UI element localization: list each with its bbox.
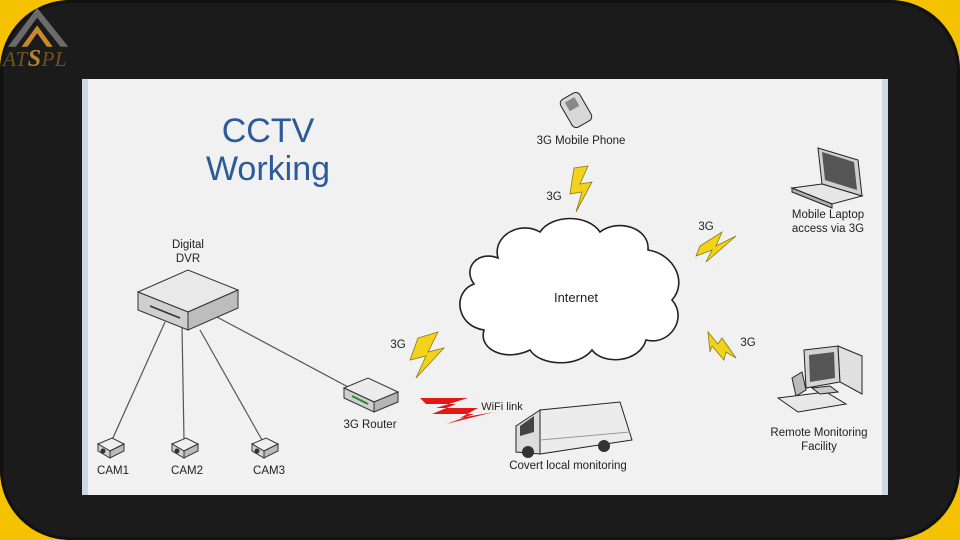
desktop-pc-icon [776, 345, 863, 413]
laptop-icon [790, 147, 864, 209]
atspl-logo [8, 7, 69, 47]
cable-cam1 [111, 321, 166, 441]
van-icon [515, 401, 633, 458]
router-icon [342, 377, 400, 413]
router-label: 3G Router [343, 419, 397, 431]
remote-3g-label: 3G [740, 337, 756, 349]
logo-roof-outer [8, 7, 69, 47]
laptop-3g-bolt [695, 230, 737, 263]
router-3g-bolt [409, 331, 446, 379]
cables [111, 315, 351, 441]
bolts [409, 165, 737, 379]
laptop-3g-label: 3G [698, 221, 714, 233]
laptop-label: Mobile Laptop access via 3G [791, 209, 865, 235]
dvr-label: Digital DVR [172, 239, 204, 265]
mobile-phone-icon [559, 91, 593, 129]
logo-text: ATSPL [3, 46, 68, 72]
cable-cam2 [181, 325, 185, 441]
internet-cloud-icon [459, 217, 680, 364]
phone-label: 3G Mobile Phone [536, 135, 626, 147]
diagram-title: CCTV Working [118, 112, 418, 188]
cam3-label: CAM3 [253, 465, 285, 477]
cam1-label: CAM1 [97, 465, 129, 477]
cam2-label: CAM2 [171, 465, 203, 477]
wifi-bolt [420, 398, 494, 424]
remote-3g-bolt [707, 330, 737, 361]
cable-router [214, 315, 351, 389]
dvr-icon [136, 269, 240, 331]
phone-3g-bolt [569, 165, 593, 213]
van-label: Covert local monitoring [509, 460, 627, 472]
title-line-1: CCTV [221, 112, 315, 150]
internet-label: Internet [553, 290, 599, 305]
router-3g-label: 3G [390, 339, 406, 351]
logo-roof-inner [21, 25, 53, 47]
phone-3g-label: 3G [546, 191, 562, 203]
title-line-2: Working [205, 150, 331, 188]
cam2-icon [170, 437, 200, 459]
remote-label: Remote Monitoring Facility [770, 427, 868, 453]
cable-cam3 [199, 329, 263, 441]
cam1-icon [96, 437, 126, 459]
wifi-link-label: WiFi link [481, 401, 523, 413]
cam3-icon [250, 437, 280, 459]
